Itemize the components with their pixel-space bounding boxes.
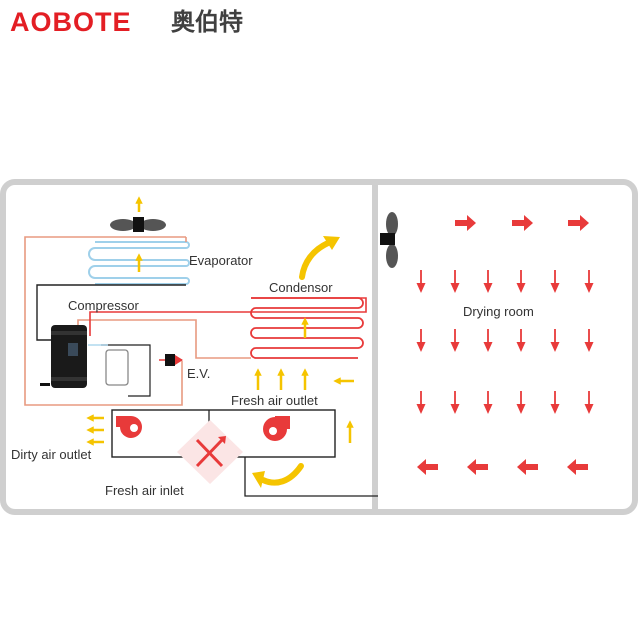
brand-name-en: AOBOTE (10, 7, 132, 37)
room-arrow-down-r1-c2 (450, 270, 460, 293)
top-fan-icon (110, 217, 166, 232)
dirty-air-outlet-arrows-icon (86, 414, 104, 446)
room-arrow-down-r2-c3 (483, 329, 493, 352)
label-evaporator: Evaporator (189, 253, 253, 268)
room-arrow-right-1 (455, 215, 476, 231)
room-arrow-down-r1-c4 (516, 270, 526, 293)
compressor-icon (40, 325, 87, 388)
room-arrow-down-r1-c3 (483, 270, 493, 293)
label-drying-room: Drying room (463, 304, 534, 319)
accumulator-icon (105, 349, 129, 386)
room-arrow-down-r2-c2 (450, 329, 460, 352)
room-arrow-left-1 (417, 459, 438, 475)
unit-housing (0, 179, 638, 515)
fresh-air-outlet-arrows-icon (254, 368, 354, 443)
warm-air-curve-arrow-icon (299, 236, 340, 280)
heat-exchanger-icon (177, 420, 243, 484)
expansion-valve-icon (165, 354, 183, 370)
drying-room-fan-icon (380, 212, 398, 268)
room-arrow-down-r1-c5 (550, 270, 560, 293)
label-ev: E.V. (187, 366, 210, 381)
room-arrow-down-r3-c4 (516, 391, 526, 414)
room-arrow-left-4 (567, 459, 588, 475)
room-arrow-down-r2-c1 (416, 329, 426, 352)
room-arrow-left-3 (517, 459, 538, 475)
room-arrow-down-r1-c6 (584, 270, 594, 293)
label-condensor: Condensor (269, 280, 333, 295)
room-arrow-down-r3-c1 (416, 391, 426, 414)
brand-name-cn: 奥伯特 (171, 8, 243, 36)
room-arrow-down-r3-c6 (584, 391, 594, 414)
fresh-air-inlet-curve-arrow-icon (252, 463, 304, 488)
right-blower-icon (263, 416, 290, 441)
condenser-coil (250, 297, 364, 359)
room-arrow-left-2 (467, 459, 488, 475)
room-arrow-down-r2-c5 (550, 329, 560, 352)
room-arrow-down-r2-c6 (584, 329, 594, 352)
label-fresh-air-outlet: Fresh air outlet (231, 393, 318, 408)
room-arrow-down-r3-c3 (483, 391, 493, 414)
room-arrow-down-r3-c5 (550, 391, 560, 414)
room-arrow-right-3 (568, 215, 589, 231)
room-arrow-down-r1-c1 (416, 270, 426, 293)
label-dirty-air-outlet: Dirty air outlet (11, 447, 92, 462)
room-arrow-down-r2-c4 (516, 329, 526, 352)
drying-room-airflow-arrows (416, 215, 594, 475)
label-compressor: Compressor (68, 298, 139, 313)
room-arrow-right-2 (512, 215, 533, 231)
room-arrow-down-r3-c2 (450, 391, 460, 414)
label-fresh-air-inlet: Fresh air inlet (105, 483, 184, 498)
left-blower-icon (116, 416, 142, 438)
